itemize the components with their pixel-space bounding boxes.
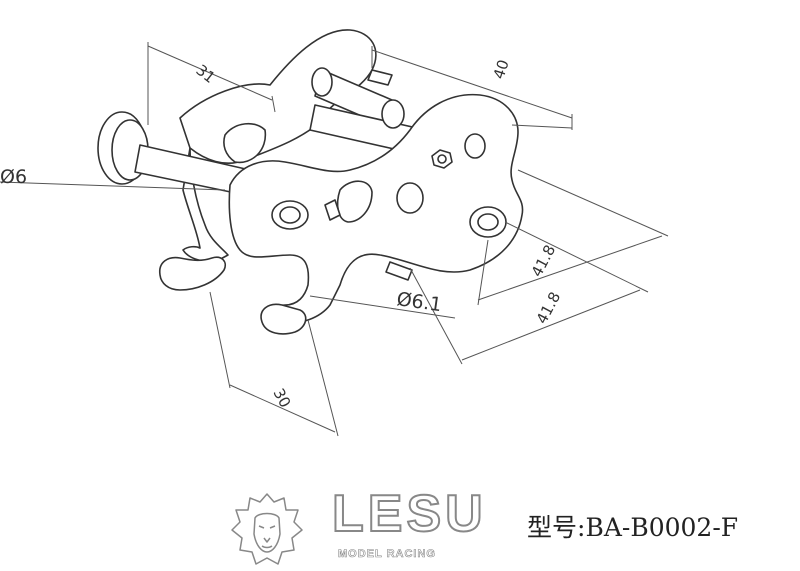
brand-logo-text: LESU bbox=[331, 485, 487, 543]
model-label: 型号 bbox=[527, 513, 578, 542]
latch bbox=[324, 199, 341, 221]
dim-top-width: 31 bbox=[193, 61, 219, 87]
rear-hook bbox=[158, 256, 227, 291]
dim-front-length: 41.8 bbox=[528, 242, 560, 280]
dim-pin-diameter-right: Ø6.1 bbox=[395, 288, 443, 316]
model-separator: : bbox=[577, 513, 586, 542]
dimension-lines bbox=[0, 42, 669, 437]
part-outline bbox=[97, 29, 524, 335]
dim-bottom-width: 30 bbox=[269, 385, 294, 410]
model-number-label: 型号:BA-B0002-F bbox=[527, 508, 738, 544]
dim-pin-diameter-left: Ø6 bbox=[0, 166, 27, 188]
dim-top-length: 40 bbox=[490, 58, 513, 82]
front-plate bbox=[228, 93, 524, 324]
model-number: BA-B0002-F bbox=[585, 513, 739, 542]
brand-logo-subtitle: MODEL RACING bbox=[338, 548, 436, 561]
front-hook bbox=[260, 303, 307, 335]
brand-bar: LESU MODEL RACING 型号:BA-B0002-F bbox=[0, 486, 800, 571]
technical-drawing: 31 40 Ø6 Ø6.1 41.8 41.8 30 bbox=[0, 29, 669, 437]
lion-logo-icon bbox=[231, 493, 303, 565]
